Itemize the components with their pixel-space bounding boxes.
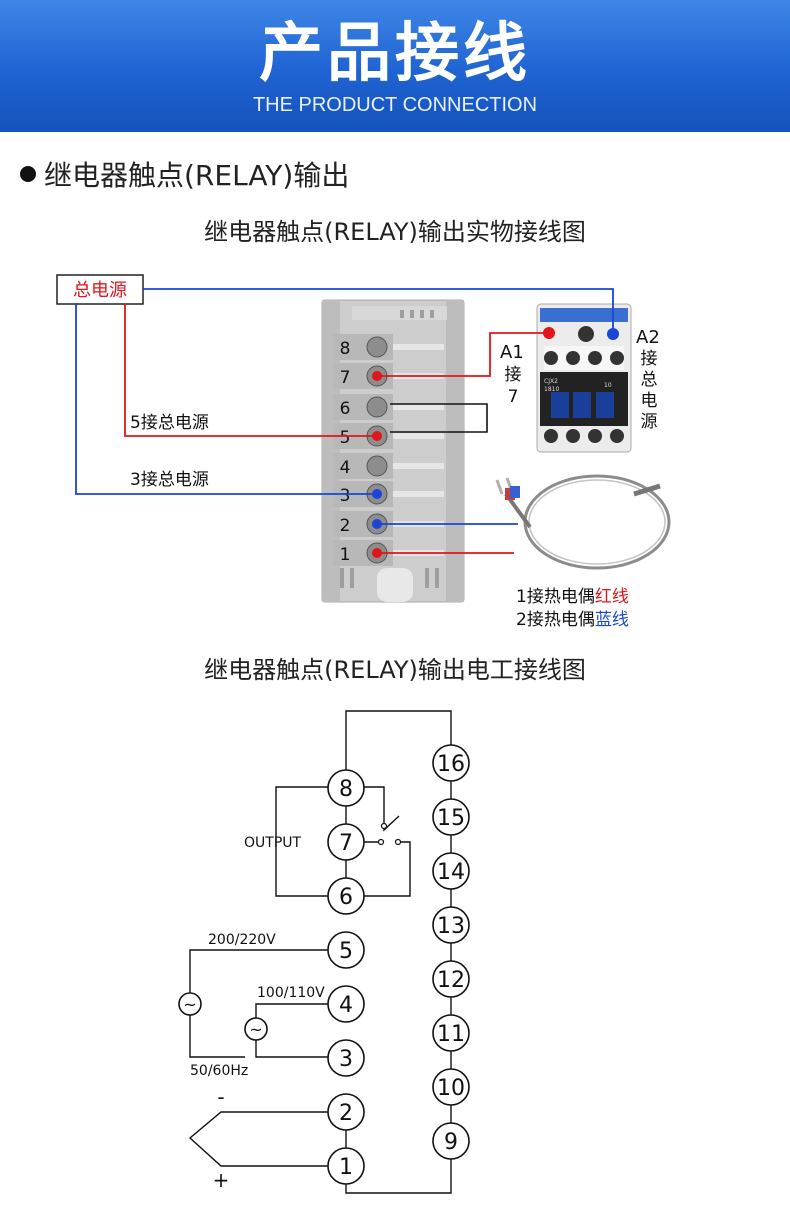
- wiring-terminal-3: 3: [339, 1047, 353, 1072]
- thermocouple-plus-label: +: [213, 1168, 230, 1192]
- power-source-label: 总电源: [73, 280, 127, 301]
- terminal-number-4: 4: [340, 458, 351, 478]
- page-title: 产品接线: [259, 17, 531, 91]
- contactor-a1-label: A1: [500, 342, 524, 363]
- contactor-a2-sub-4: 源: [641, 412, 658, 432]
- wiring-terminal-13: 13: [437, 914, 465, 939]
- terminal-number-2: 2: [340, 516, 351, 536]
- wiring-terminal-15: 15: [437, 806, 465, 831]
- contactor-code: 1810: [544, 386, 559, 393]
- header-banner: 产品接线 THE PRODUCT CONNECTION: [0, 0, 790, 132]
- terminal-row-6: [333, 394, 444, 420]
- section-heading: 继电器触点(RELAY)输出: [20, 158, 349, 194]
- jumper-wire-6-5: [390, 403, 488, 433]
- bullet-dot-icon: [20, 166, 36, 182]
- photo-diagram-caption: 继电器触点(RELAY)输出实物接线图: [204, 218, 586, 246]
- output-label: OUTPUT: [244, 835, 302, 851]
- section-heading-text: 继电器触点(RELAY)输出: [44, 159, 350, 192]
- wiring-terminal-2: 2: [339, 1101, 353, 1126]
- contactor-number: 10: [604, 382, 612, 389]
- wiring-terminal-14: 14: [437, 860, 465, 885]
- blue-wires: [75, 288, 614, 525]
- contactor-model: CJX2: [544, 378, 558, 385]
- contactor-a1-sub-1: 接: [505, 365, 522, 385]
- red-wires: [124, 304, 549, 554]
- wiring-terminal-8: 8: [339, 777, 353, 802]
- connection-dots: [372, 327, 619, 558]
- wiring-terminal-4: 4: [339, 993, 353, 1018]
- power-source-box: 总电源: [56, 274, 144, 305]
- label-terminal-5-power: 5接总电源: [130, 413, 209, 433]
- contactor-a2-sub-3: 电: [641, 391, 658, 411]
- thermocouple-note-red: 1接热电偶红线: [516, 587, 629, 607]
- contactor-a2-sub-1: 接: [641, 349, 658, 369]
- page-subtitle: THE PRODUCT CONNECTION: [252, 94, 538, 116]
- wiring-terminal-12: 12: [437, 968, 465, 993]
- wiring-terminal-circles: [178, 744, 470, 1185]
- voltage-high-label: 200/220V: [208, 932, 276, 948]
- controller-terminal-block: 8 7 6 5 4 3 2 1: [321, 299, 465, 603]
- wiring-terminal-16: 16: [437, 752, 465, 777]
- contactor-a2-label: A2: [636, 327, 660, 348]
- terminal-number-1: 1: [340, 545, 351, 565]
- frequency-label: 50/60Hz: [190, 1063, 248, 1079]
- wiring-right-terminal-numbers: 16 15 14 13 12 11 10 9: [437, 752, 465, 1155]
- ac-contactor: CJX2 1810 10: [536, 303, 632, 453]
- relay-contacts: [377, 822, 402, 846]
- terminal-number-3: 3: [340, 486, 351, 506]
- terminal-row-8: [333, 334, 444, 360]
- terminal-number-7: 7: [340, 368, 351, 388]
- ac-source-icon-low: ~: [249, 1020, 262, 1039]
- wiring-left-terminal-numbers: 8 7 6 5 4 3 2 1: [339, 777, 353, 1180]
- wiring-terminal-9: 9: [444, 1130, 458, 1155]
- thermocouple-minus-label: -: [217, 1085, 224, 1109]
- wiring-terminal-10: 10: [437, 1076, 465, 1101]
- terminal-number-8: 8: [340, 339, 351, 359]
- terminal-row-4: [333, 453, 444, 479]
- wiring-terminal-11: 11: [437, 1022, 465, 1047]
- contactor-a2-sub-2: 总: [641, 370, 658, 390]
- label-terminal-3-power: 3接总电源: [130, 470, 209, 490]
- voltage-low-label: 100/110V: [257, 985, 325, 1001]
- thermocouple-note-blue: 2接热电偶蓝线: [516, 610, 629, 630]
- wiring-terminal-5: 5: [339, 939, 353, 964]
- terminal-number-6: 6: [340, 399, 351, 419]
- ac-source-icon-high: ~: [183, 995, 196, 1014]
- wiring-terminal-1: 1: [339, 1155, 353, 1180]
- terminal-number-5: 5: [340, 428, 351, 448]
- wiring-diagram-caption: 继电器触点(RELAY)输出电工接线图: [204, 656, 586, 684]
- wiring-terminal-6: 6: [339, 885, 353, 910]
- wiring-terminal-7: 7: [339, 831, 353, 856]
- contactor-a1-sub-2: 7: [508, 387, 519, 407]
- wiring-lines: [188, 710, 452, 1194]
- thermocouple-probe: [495, 474, 671, 570]
